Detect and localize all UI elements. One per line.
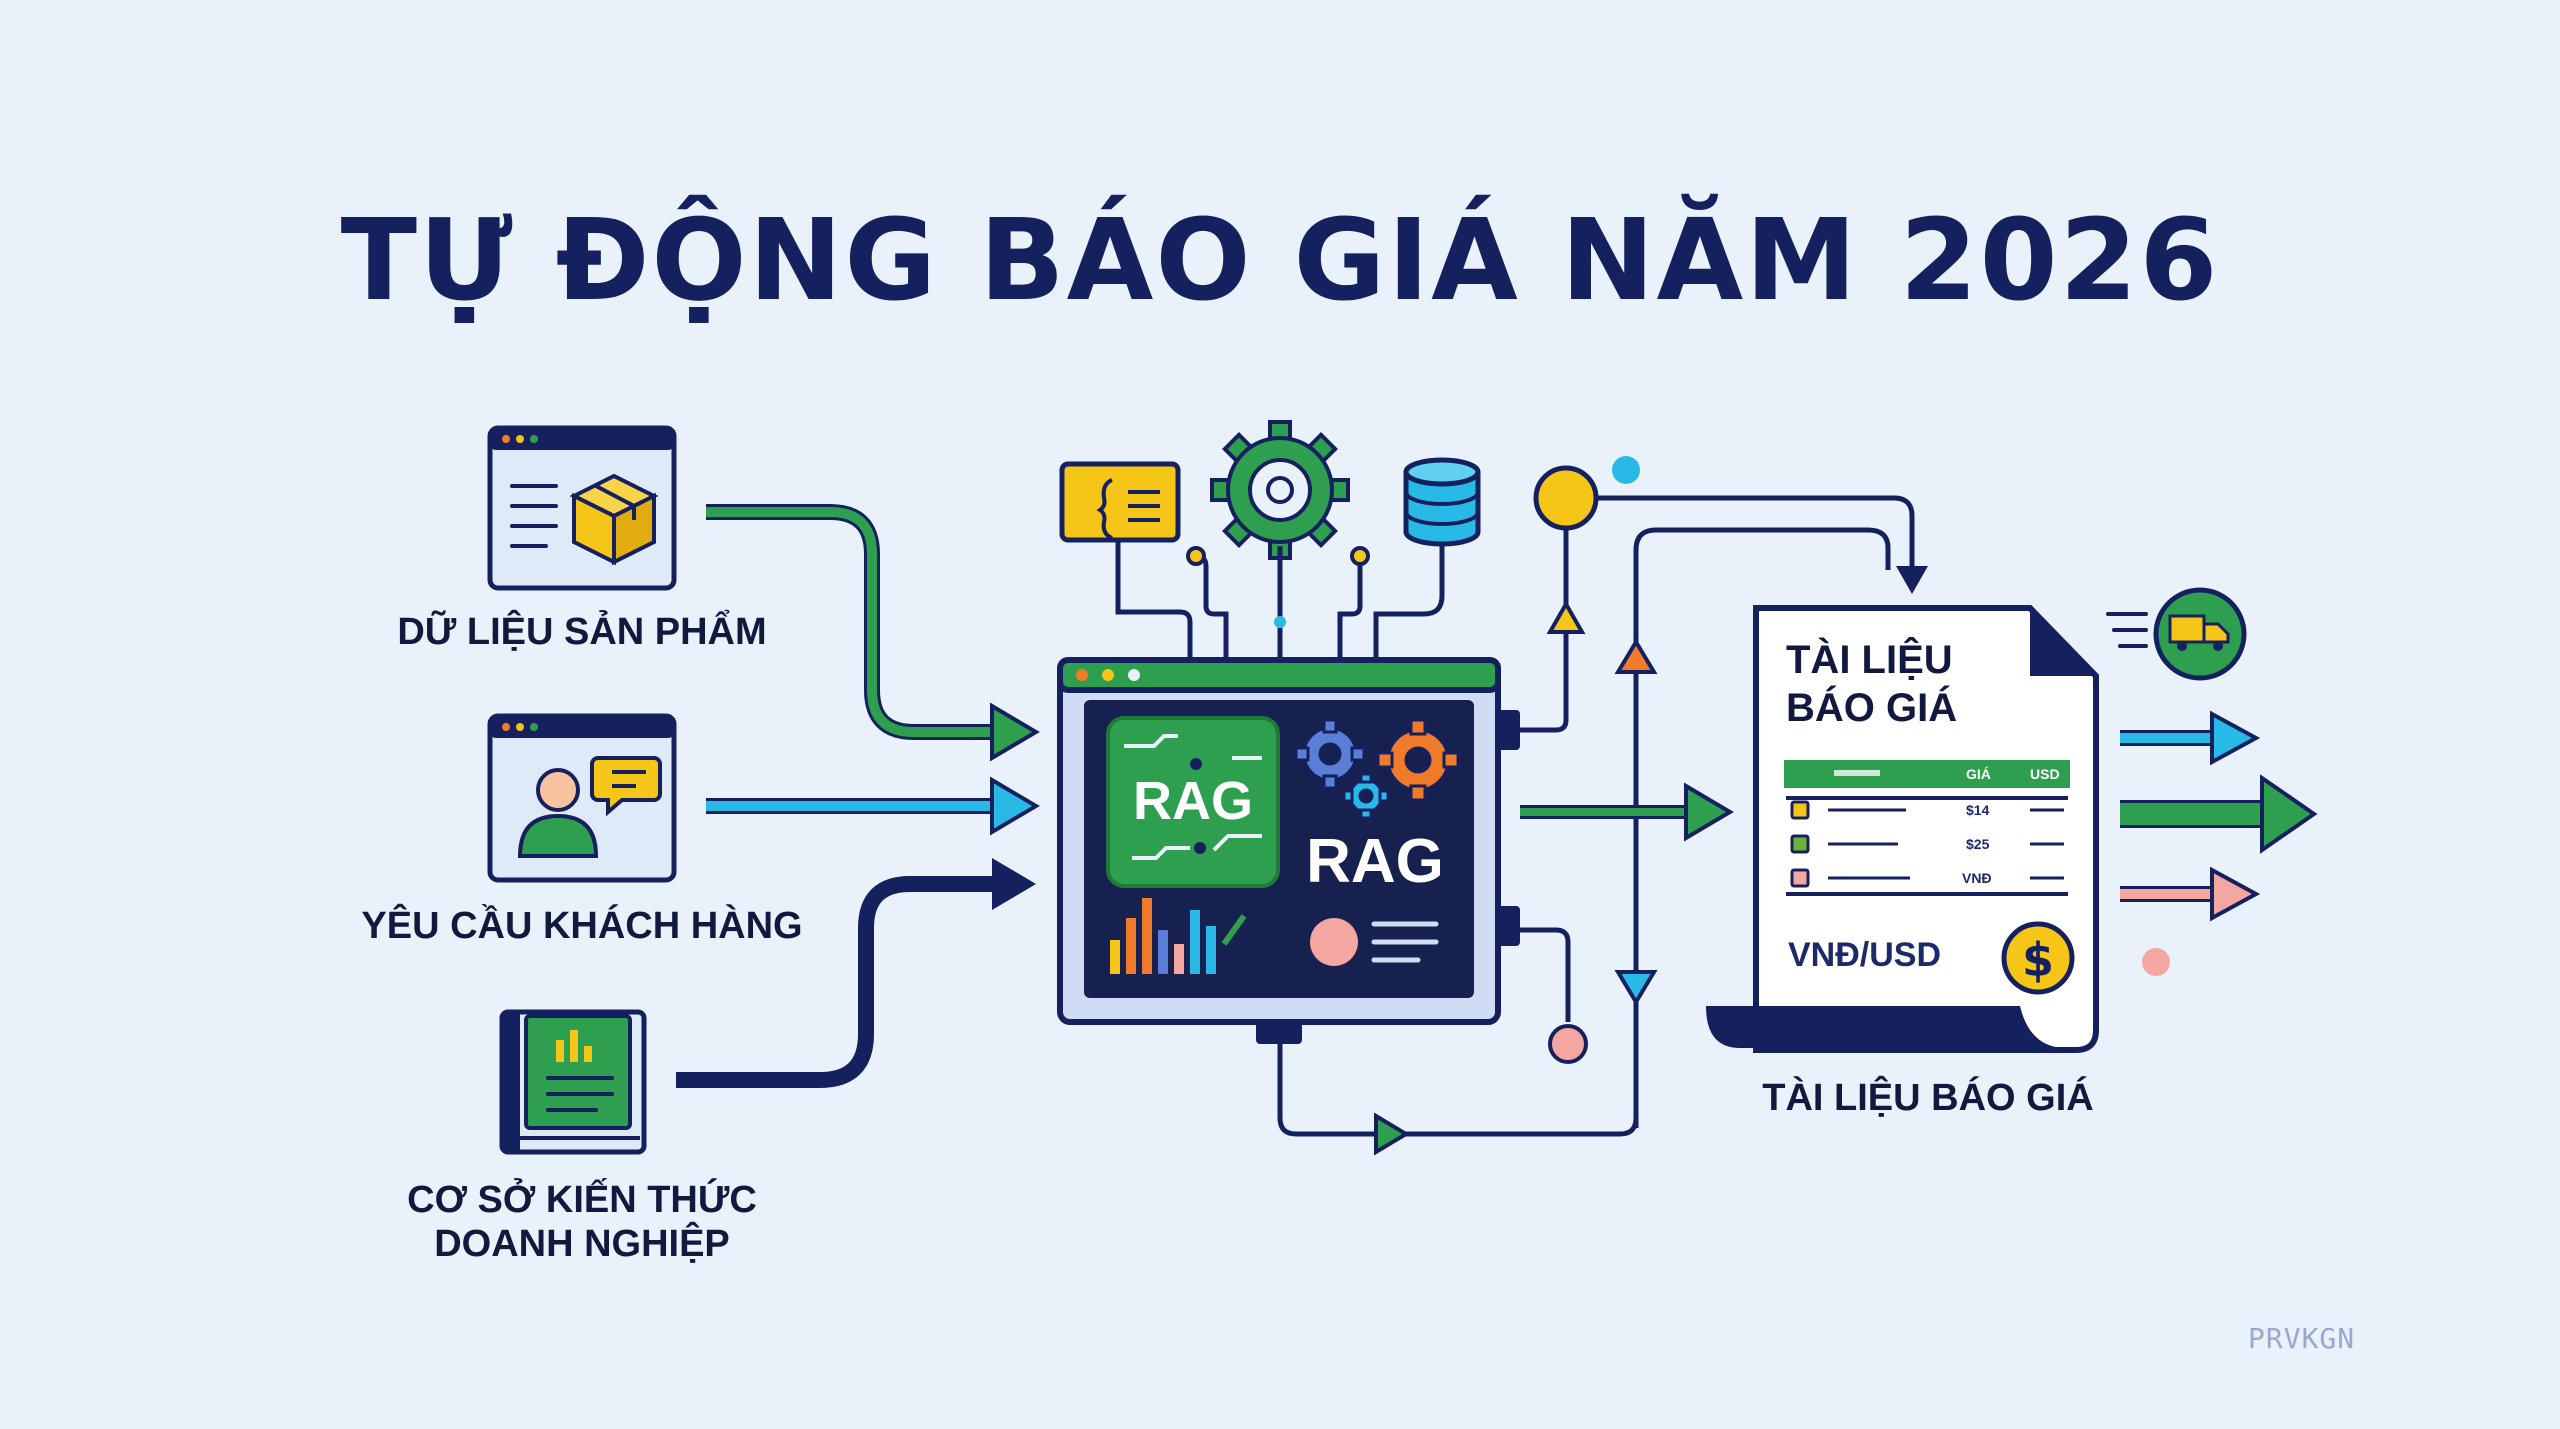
- input-label-product-data: DỮ LIỆU SẢN PHẨM: [397, 611, 767, 653]
- output-arrows: [2120, 710, 2318, 976]
- customer-request-window: [487, 713, 677, 883]
- mini-bar-chart-icon: [1110, 898, 1247, 974]
- small-gears-icon: [1294, 718, 1460, 820]
- delivery-truck-icon: [2106, 587, 2247, 681]
- product-data-window: [487, 425, 677, 591]
- document-caption: TÀI LIỆU BÁO GIÁ: [1762, 1077, 2094, 1119]
- watermark: PRVKGN: [2248, 1322, 2356, 1355]
- input-arrows: [676, 504, 1040, 1088]
- row-value-2: $25: [1966, 836, 1990, 852]
- rag-main-label: RAG: [1306, 827, 1444, 896]
- row-value-3: VNĐ: [1962, 870, 1992, 886]
- currency-label: VNĐ/USD: [1788, 936, 1942, 974]
- rag-engine-window: [1057, 657, 1520, 1044]
- row-value-1: $14: [1966, 802, 1990, 818]
- knowledge-arrow: [676, 876, 1010, 1088]
- svg-text:$: $: [2022, 933, 2054, 987]
- page-title: TỰ ĐỘNG BÁO GIÁ NĂM 2026: [340, 196, 2220, 326]
- input-label-customer-request: YÊU CẦU KHÁCH HÀNG: [361, 905, 803, 947]
- yellow-node: [1533, 465, 1599, 531]
- document-heading-line2: BÁO GIÁ: [1786, 686, 1958, 730]
- process-flows: [1277, 456, 1928, 1156]
- row-color-markers: [1790, 800, 1810, 888]
- input-label-knowledge-base-line1: CƠ SỞ KIẾN THỨC: [407, 1179, 757, 1221]
- input-label-knowledge-base-line2: DOANH NGHIỆP: [434, 1223, 730, 1265]
- document-card-icon: [1059, 461, 1181, 543]
- database-icon: [1403, 457, 1481, 547]
- gear-icon: [1210, 420, 1350, 560]
- icon-connectors: [1115, 540, 1445, 660]
- table-header-price: GIÁ: [1966, 766, 1991, 782]
- table-header-usd: USD: [2030, 766, 2060, 782]
- document-heading: TÀI LIỆU BÁO GIÁ: [1786, 636, 1957, 732]
- customer-chat-icon: [517, 756, 662, 858]
- dollar-coin-icon: $: [2001, 921, 2075, 995]
- rag-badge-label: RAG: [1133, 771, 1253, 831]
- product-box-icon: [569, 473, 659, 566]
- knowledge-book-icon: [499, 1009, 647, 1155]
- quote-document: $: [1706, 605, 2099, 1053]
- document-heading-line1: TÀI LIỆU: [1786, 638, 1953, 682]
